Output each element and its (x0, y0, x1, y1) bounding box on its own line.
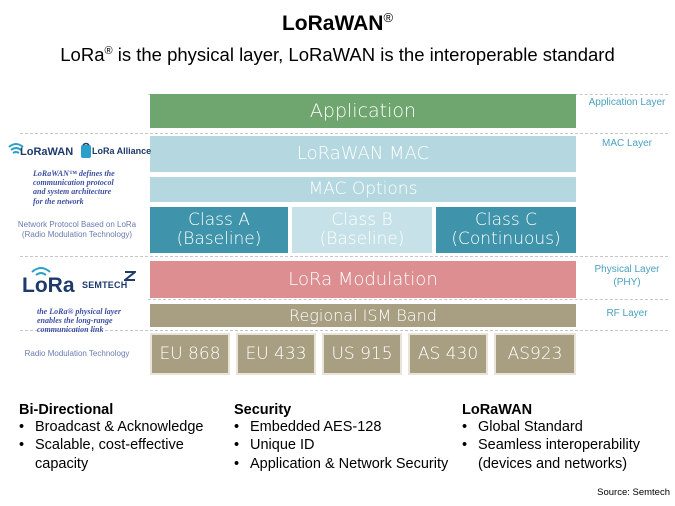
feature-item: Seamless interoperability (462, 436, 672, 454)
lora-logo: LoRa (20, 266, 80, 298)
network-protocol-line: (Radio Modulation Technology) (21, 230, 133, 239)
band-eu433: EU 433 (236, 333, 316, 375)
band-us915: US 915 (322, 333, 402, 375)
signal-icon (8, 143, 24, 154)
mac-options-block: MAC Options (150, 177, 576, 202)
band-eu868: EU 868 (150, 333, 230, 375)
lora-note: the LoRa® physical layer enables the lon… (37, 307, 149, 335)
lora-logo-text: LoRa (22, 274, 75, 297)
layer-divider (148, 299, 668, 300)
semtech-mark-icon (124, 271, 136, 281)
lorawan-logo-text: LoRaWAN (20, 146, 74, 158)
application-block: Application (150, 94, 576, 128)
class-b-label: Class B (331, 210, 393, 231)
feature-heading: LoRaWAN (462, 402, 533, 418)
lora-signal-icon (31, 267, 51, 276)
lora-alliance-logo: LoRa Alliance (80, 140, 152, 166)
mac-layer-label: MAC Layer (601, 138, 652, 149)
lora-note-line: the LoRa® physical layer (37, 307, 121, 316)
application-layer-label: Application Layer (588, 97, 666, 108)
class-a-sub: (Baseline) (176, 229, 262, 249)
feature-item-continuation: capacity (35, 455, 89, 472)
feature-item-continuation: (devices and networks) (478, 455, 628, 472)
layer-divider (20, 133, 668, 134)
class-b-sub: (Baseline) (319, 229, 405, 249)
lorawan-note: LoRaWAN™ defines the communication proto… (33, 169, 145, 206)
physical-layer-label-line1: Physical Layer (594, 264, 660, 275)
band-as923: AS923 (494, 333, 576, 375)
feature-item: Global Standard (462, 418, 672, 436)
feature-item: Embedded AES-128 (234, 418, 474, 436)
physical-layer-label-line2: (PHY) (613, 276, 641, 288)
lora-alliance-logo-text: LoRa Alliance (92, 146, 152, 156)
lorawan-note-line: and system architecture (33, 187, 112, 197)
physical-layer-label: Physical Layer (PHY) (579, 264, 675, 289)
network-protocol-note: Network Protocol Based on LoRa (Radio Mo… (4, 220, 150, 240)
lorawan-note-line: LoRaWAN™ defines the (33, 169, 115, 178)
band-as430: AS 430 (408, 333, 488, 375)
lora-note-line: communication link (37, 325, 104, 335)
source-note: Source: Semtech (597, 487, 670, 498)
feature-column-bidirectional: Bi-Directional Broadcast & Acknowledge S… (19, 402, 234, 473)
feature-item: Scalable, cost-effective (19, 436, 234, 454)
regional-ism-band-block: Regional ISM Band (150, 304, 576, 327)
class-b-block: Class B (Baseline) (292, 207, 432, 253)
feature-column-security: Security Embedded AES-128 Unique ID Appl… (234, 402, 474, 473)
class-a-label: Class A (188, 210, 250, 231)
lorawan-note-line: for the network (33, 196, 84, 206)
feature-heading: Bi-Directional (19, 402, 114, 418)
lora-note-line: enables the long-range (37, 316, 113, 326)
feature-heading: Security (234, 402, 292, 418)
class-c-block: Class C (Continuous) (436, 207, 576, 253)
alliance-mark-icon (81, 142, 91, 158)
lorawan-note-line: communication protocol (33, 178, 114, 188)
network-protocol-line: Network Protocol Based on LoRa (17, 220, 137, 229)
class-a-block: Class A (Baseline) (150, 207, 288, 253)
feature-item: Broadcast & Acknowledge (19, 418, 234, 436)
page-subtitle: LoRa® is the physical layer, LoRaWAN is … (60, 44, 615, 65)
page-title: LoRaWAN® (281, 10, 394, 35)
radio-modulation-note: Radio Modulation Technology (24, 349, 130, 358)
layer-divider (20, 330, 668, 331)
layer-divider (20, 256, 668, 257)
lora-modulation-block: LoRa Modulation (150, 261, 576, 298)
feature-item: Unique ID (234, 436, 474, 454)
rf-layer-label: RF Layer (606, 308, 648, 319)
class-c-label: Class C (475, 210, 537, 231)
class-c-sub: (Continuous) (451, 229, 561, 249)
lorawan-logo: LoRaWAN (6, 140, 74, 166)
lorawan-mac-block: LoRaWAN MAC (150, 136, 576, 172)
semtech-logo-text: SEMTECH (82, 280, 128, 290)
feature-item: Application & Network Security (234, 455, 474, 473)
semtech-logo: SEMTECH (82, 271, 148, 292)
feature-column-lorawan: LoRaWAN Global Standard Seamless interop… (462, 402, 672, 473)
